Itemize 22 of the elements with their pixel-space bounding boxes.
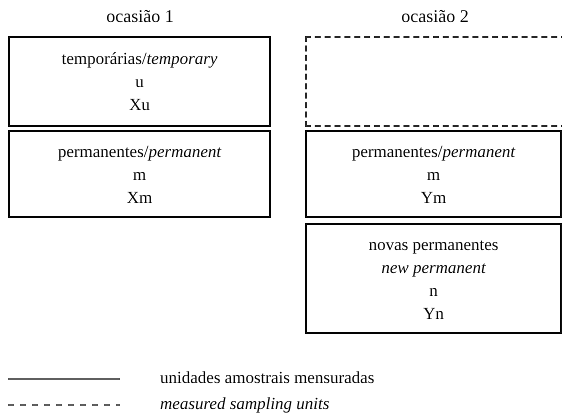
sample-box	[305, 223, 562, 334]
box-text: m	[132, 164, 146, 186]
box-text: n	[429, 280, 438, 302]
box-text: permanentes/permanent	[352, 140, 516, 162]
sample-box	[8, 130, 271, 218]
box-text: m	[426, 164, 440, 186]
box-text: temporárias/temporary	[62, 48, 218, 70]
column-heading: ocasião 2	[401, 6, 469, 27]
legend-text: unidades amostrais mensuradas	[160, 368, 374, 388]
box-text: Yn	[423, 302, 444, 324]
sample-box	[305, 130, 562, 218]
legend-text: measured sampling units	[160, 394, 330, 414]
box-text: Ym	[420, 186, 446, 208]
column-heading: ocasião 1	[106, 6, 174, 27]
box-text: Xu	[129, 94, 150, 116]
empty-box	[305, 36, 562, 127]
box-text: new permanent	[381, 256, 486, 278]
sample-box	[8, 36, 271, 127]
box-text: Xm	[126, 186, 152, 208]
box-text: novas permanentes	[368, 234, 498, 256]
box-text: permanentes/permanent	[58, 140, 222, 162]
box-text: u	[135, 71, 144, 93]
